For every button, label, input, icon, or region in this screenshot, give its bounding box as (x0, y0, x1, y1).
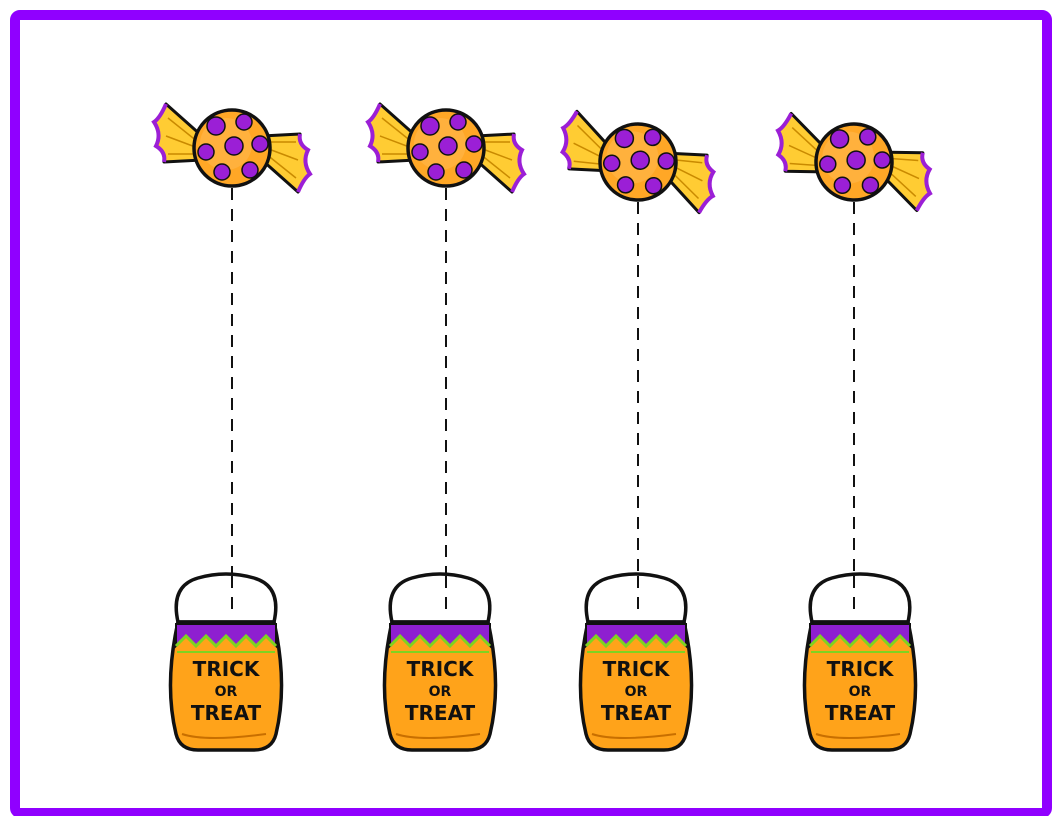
bag-label-line-3: TREAT (191, 701, 262, 725)
bag-label-line-3: TREAT (405, 701, 476, 725)
bag-label-line-2: OR (849, 684, 872, 700)
bag-label-line-1: TRICK (407, 657, 475, 681)
page-border (10, 10, 1052, 816)
bag-label-line-3: TREAT (825, 701, 896, 725)
bag-label-line-2: OR (625, 684, 648, 700)
bag-label-line-1: TRICK (827, 657, 895, 681)
wrapped-candy-icon (771, 110, 937, 214)
bag-label-line-2: OR (215, 684, 238, 700)
wrapped-candy-icon (366, 102, 526, 194)
wrapped-candy-icon (553, 108, 723, 216)
bag-label-line-2: OR (429, 684, 452, 700)
bag-label-line-1: TRICK (193, 657, 261, 681)
bag-label-line-1: TRICK (603, 657, 671, 681)
wrapped-candy-icon (152, 102, 312, 194)
bag-label-line-3: TREAT (601, 701, 672, 725)
